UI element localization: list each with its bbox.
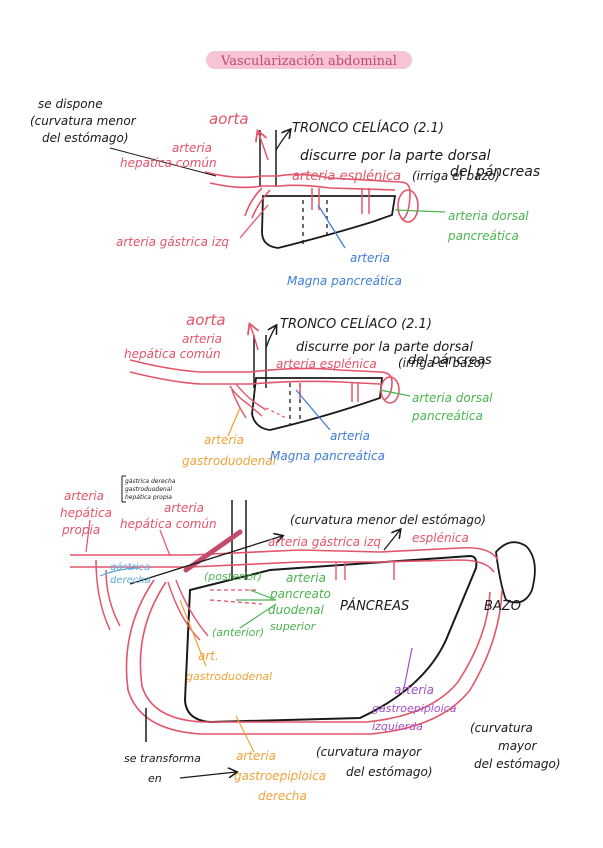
d3-ge-izq-line2: gastroepiploica: [372, 702, 457, 715]
d3-bazo-label: BAZO: [484, 599, 521, 614]
d3-pd-line3: duodenal: [268, 603, 325, 617]
diagram-3: [70, 500, 536, 779]
diagram-2-labels: aorta TRONCO CELÍACO (2.1) arteria hepát…: [124, 311, 493, 468]
d3-art-gd-line1: art.: [198, 649, 219, 663]
d3-ge-der-line3: derecha: [258, 789, 307, 803]
d2-magna-line2: Magna pancreática: [270, 449, 385, 463]
d2-discurre-line2: del páncreas: [408, 353, 492, 368]
d3-hep-comun-line2: hepática común: [120, 517, 217, 531]
d3-gastrica-der-line1: gástrica: [110, 561, 150, 573]
d2-dorsal-line1: arteria dorsal: [412, 391, 493, 405]
d3-transforma-line1: se transforma: [124, 752, 201, 765]
d3-curv-mayor-center-line2: del estómago): [346, 765, 433, 779]
d3-propia-line2: hepática: [60, 506, 112, 520]
d1-hepatica-line1: arteria: [172, 141, 212, 155]
diagram-1: [109, 130, 446, 249]
d3-pancreas-shape: [183, 554, 478, 724]
d3-propia-line1: arteria: [64, 489, 104, 503]
diagram-2: [129, 325, 411, 437]
d2-gastroduodenal-line2: gastroduodenal: [182, 454, 277, 468]
d3-ge-der-line1: arteria: [236, 749, 276, 763]
d3-curv-mayor-center-line1: (curvatura mayor: [316, 745, 422, 759]
d3-ge-izq-line3: izquierda: [372, 720, 423, 733]
d1-magna-line1: arteria: [350, 251, 390, 265]
d3-curv-mayor-right-line3: del estómago): [474, 757, 561, 771]
diagram-1-labels: se dispone (curvatura menor del estómago…: [30, 97, 540, 288]
d3-pd-line1: arteria: [286, 571, 326, 585]
d1-se-dispone-line3: del estómago): [42, 131, 129, 145]
d2-hepatica-line2: hepática común: [124, 347, 221, 361]
pancreas-shape: [261, 195, 397, 249]
d1-hepatica-line2: hepática común: [120, 156, 217, 170]
d1-irriga-label: (irriga el bazo): [412, 169, 500, 183]
d3-list-item-2: gastroduodenal: [125, 486, 172, 493]
page-title: Vascularización abdominal: [220, 54, 397, 69]
d3-list-bracket: [121, 475, 126, 503]
d3-bazo-shape: [495, 541, 536, 604]
d2-discurre-line1: discurre por la parte dorsal: [296, 340, 473, 355]
d2-esplenica-label: arteria esplénica: [276, 357, 377, 371]
d2-magna-line1: arteria: [330, 429, 370, 443]
d1-dorsal-line1: arteria dorsal: [448, 209, 529, 223]
d1-tronco-label: TRONCO CELÍACO (2.1): [292, 120, 444, 136]
d1-se-dispone-line1: se dispone: [38, 97, 103, 111]
d3-ge-izq-line1: arteria: [394, 683, 434, 697]
title-banner: Vascularización abdominal: [206, 51, 412, 69]
d3-curv-mayor-right-line2: mayor: [498, 739, 537, 753]
d1-esplenica-label: arteria esplénica: [292, 169, 401, 184]
d1-magna-line2: Magna pancreática: [287, 274, 402, 288]
d2-dorsal-line2: pancreática: [411, 409, 483, 423]
d2-gastroduodenal-line1: arteria: [204, 433, 244, 447]
d2-aorta-label: aorta: [186, 311, 226, 329]
d2-pancreas-shape: [251, 377, 383, 431]
d3-ge-der-line2: gastroepiploica: [234, 769, 326, 783]
d3-gastrica-izq-label: arteria gástrica izq: [268, 535, 381, 549]
d3-pd-line2: pancreato: [269, 587, 331, 601]
d1-aorta-label: aorta: [209, 110, 249, 128]
d3-anterior-label: (anterior): [212, 626, 264, 639]
d3-curv-mayor-right-line1: (curvatura: [470, 721, 533, 735]
d3-list-item-3: hepática propia: [125, 494, 172, 501]
d3-transforma-line2: en: [148, 772, 162, 785]
d2-irriga-label: (irriga el bazo): [398, 356, 486, 370]
d1-discurre-line2: del páncreas: [450, 164, 540, 180]
d3-gastrica-der-line2: derecha: [110, 575, 151, 586]
title-highlight: [206, 51, 412, 69]
d2-hepatica-line1: arteria: [182, 332, 222, 346]
d3-art-gd-line2: gastroduodenal: [186, 670, 272, 683]
d3-list-item-1: gástrica derecha: [125, 478, 176, 485]
d3-hep-comun-line1: arteria: [164, 501, 204, 515]
diagram-3-labels: gástrica derecha gastroduodenal hepática…: [60, 478, 561, 803]
d1-gastrica-label: arteria gástrica izq: [116, 235, 229, 249]
d2-tronco-label: TRONCO CELÍACO (2.1): [280, 316, 432, 332]
d1-discurre-line1: discurre por la parte dorsal: [300, 148, 491, 164]
d3-posterior-label: (posterior): [204, 570, 262, 583]
d1-se-dispone-line2: (curvatura menor: [30, 114, 137, 128]
d3-propia-line3: propia: [61, 523, 100, 537]
d3-pd-line4: superior: [270, 620, 317, 633]
d3-pancreas-label: PÁNCREAS: [340, 598, 409, 614]
d3-esplenica-label: esplénica: [412, 531, 469, 545]
d3-curv-menor-label: (curvatura menor del estómago): [290, 513, 486, 527]
d1-dorsal-line2: pancreática: [447, 229, 519, 243]
